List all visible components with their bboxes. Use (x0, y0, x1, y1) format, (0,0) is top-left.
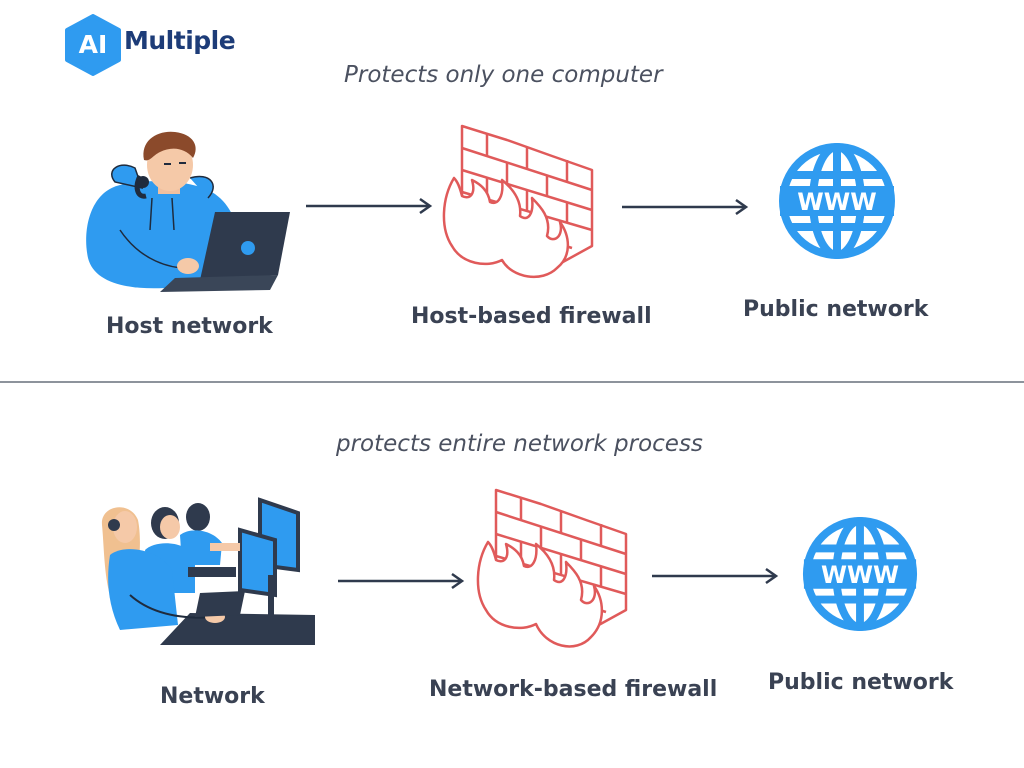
arrow-to-firewall-icon (306, 197, 433, 215)
arrow-to-public-network-icon (622, 198, 749, 216)
arrow-to-network-firewall-icon (338, 572, 465, 590)
network-based-firewall-label: Network-based firewall (429, 677, 718, 702)
network-firewall-icon (476, 488, 628, 648)
host-caption: Protects only one computer (344, 62, 663, 88)
host-based-firewall-label: Host-based firewall (411, 304, 652, 329)
network-globe-www-icon: WWW (802, 516, 918, 632)
logo-hexagon-icon (65, 14, 121, 76)
operators-icon (101, 497, 315, 645)
arrow-to-network-public-icon (652, 567, 779, 585)
globe-text: WWW (797, 188, 876, 216)
network-public-network-label: Public network (768, 670, 954, 695)
host-public-network-label: Public network (743, 297, 929, 322)
firewall-icon (442, 124, 594, 279)
section-divider (0, 381, 1024, 383)
network-globe-text: WWW (821, 561, 899, 589)
network-label: Network (160, 684, 265, 709)
logo-name: Multiple (124, 26, 236, 55)
person-laptop-icon (86, 131, 290, 292)
brand-logo: AI Multiple (62, 10, 242, 76)
network-caption: protects entire network process (336, 431, 703, 457)
logo-mark: AI (78, 30, 108, 59)
globe-www-icon: WWW (779, 143, 895, 259)
host-network-label: Host network (106, 314, 273, 339)
